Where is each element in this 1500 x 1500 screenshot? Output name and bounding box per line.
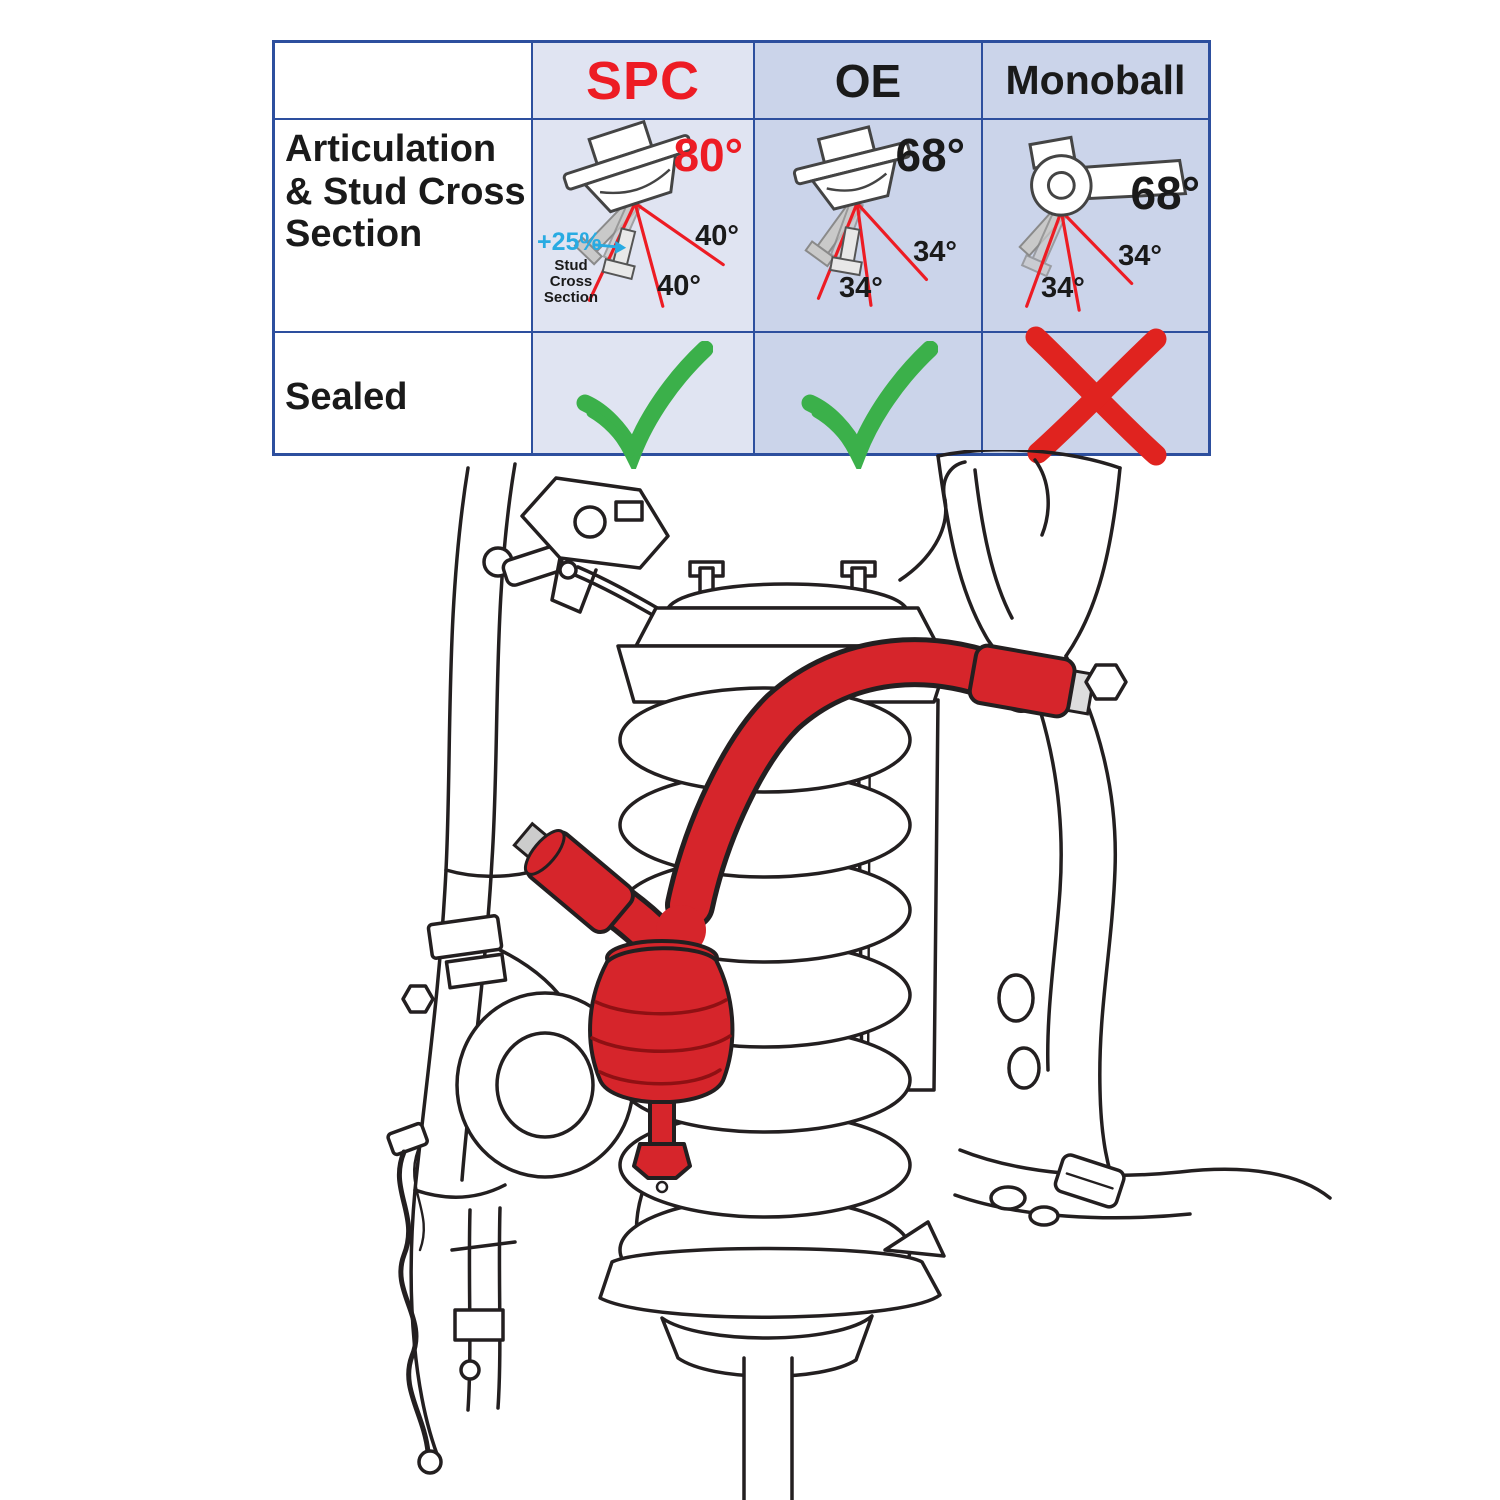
hex-bolt-icon <box>1084 663 1128 701</box>
articulation-fan-lines <box>816 201 929 307</box>
articulation-cell-monoball: 68° 34° 34° <box>983 120 1208 333</box>
monoball-joint-diagram <box>1018 135 1188 312</box>
spc-total-angle: 80° <box>673 129 743 181</box>
ball-joint-boot <box>588 939 735 1105</box>
monoball-angle-2: 34° <box>1041 272 1085 304</box>
spc-stud-note-line3: Section <box>543 288 599 306</box>
coil-spring <box>618 686 912 1304</box>
joint-housing <box>562 120 693 214</box>
sealed-cell-monoball <box>983 326 1208 466</box>
header-monoball: Monoball <box>983 43 1208 120</box>
suspension-illustration <box>386 450 1332 1500</box>
articulation-cell-oe: 68° 34° 34° <box>755 120 983 333</box>
sealed-row-label: Sealed <box>275 333 533 453</box>
oe-ball-joint-diagram <box>792 125 929 307</box>
spc-angle-1: 40° <box>695 220 739 252</box>
header-oe: OE <box>755 43 983 120</box>
spc-stud-note: Stud Cross Section <box>535 258 607 305</box>
spc-ball-joint-diagram <box>562 120 725 308</box>
stud <box>829 226 863 277</box>
spc-angle-2: 40° <box>657 270 701 302</box>
right-pivot-bushing <box>967 643 1128 719</box>
lower-spring-seat <box>598 1220 946 1500</box>
left-pivot-bushing <box>512 821 635 934</box>
oe-angle-2: 34° <box>839 272 883 304</box>
oe-angle-1: 34° <box>913 236 957 268</box>
sealed-cell-spc <box>533 333 755 469</box>
monoball-housing <box>1028 135 1188 217</box>
check-icon <box>576 341 713 469</box>
articulation-fan-lines <box>1025 209 1134 312</box>
monoball-total-angle: 68° <box>1130 167 1200 219</box>
abs-sensor-wire <box>386 1121 443 1475</box>
ball-joint-stud <box>632 1100 692 1194</box>
spc-stud-gain: +25% <box>537 228 602 256</box>
upper-control-arm <box>512 637 1128 1194</box>
articulation-cell-spc: 80° 40° 40° +25% Stud Cross Section <box>533 120 755 333</box>
hex-bolt-icon <box>401 984 435 1014</box>
right-frame-rail <box>953 654 1332 1227</box>
left-brackets <box>401 914 572 1014</box>
spc-stud-note-line1: Stud <box>554 257 588 274</box>
header-spc: SPC <box>533 43 755 120</box>
spc-stud-note-line2: Cross <box>549 272 593 290</box>
joint-housing <box>792 125 912 211</box>
monoball-angle-1: 34° <box>1118 240 1162 272</box>
articulation-fan-lines <box>587 201 725 308</box>
oe-total-angle: 68° <box>895 129 965 181</box>
stud-cross-arrow-icon <box>594 240 627 254</box>
comparison-table: SPC OE Monoball Articulation & Stud Cros… <box>272 40 1211 469</box>
cross-icon <box>1025 326 1166 466</box>
sealed-cell-oe <box>755 333 983 469</box>
articulation-row-label: Articulation & Stud Cross Section <box>275 120 533 333</box>
upper-bracket <box>520 476 670 614</box>
check-icon <box>801 341 938 469</box>
header-blank-cell <box>275 43 533 120</box>
